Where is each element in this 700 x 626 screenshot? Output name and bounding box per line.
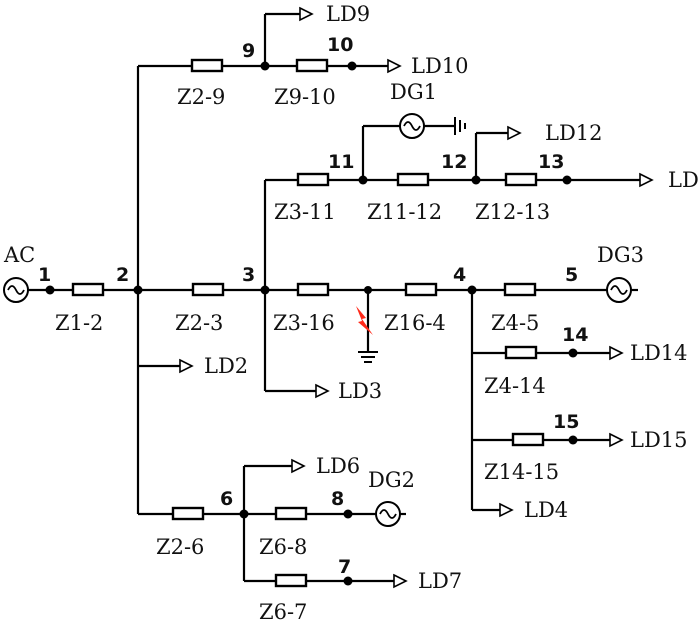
impedance-label-z2-3: Z2-3 [175,311,223,335]
node-14 [568,348,578,358]
node-label-7: 7 [338,556,351,578]
node-3 [260,285,270,295]
node-11 [358,175,368,185]
load-label-ld14: LD14 [630,341,688,365]
load-label-ld13: LD13 [668,168,700,192]
impedance-z2-6 [171,506,205,521]
impedance-label-z1-2: Z1-2 [55,311,103,335]
load-label-ld10: LD10 [411,54,469,78]
load-arrow-icon-ld10 [387,58,402,74]
sine-source-icon-ac [3,277,29,303]
impedance-label-z2-9: Z2-9 [177,85,225,109]
node-label-1: 1 [38,264,51,286]
node-16 [364,286,372,294]
node-1 [45,285,55,295]
load-label-ld4: LD4 [524,498,568,522]
node-label-3: 3 [242,264,255,286]
node-label-9: 9 [242,40,255,62]
lightning-fault-icon [356,306,373,335]
load-label-ld7: LD7 [418,569,462,593]
impedance-z14-15 [511,432,545,447]
sine-source-icon-dg1 [399,113,425,139]
node-6 [239,509,249,519]
impedance-z12-13 [504,172,538,187]
impedance-label-z3-11: Z3-11 [274,200,336,224]
load-label-ld2: LD2 [204,354,248,378]
generator-label-dg1: DG1 [390,80,437,104]
node-label-4: 4 [453,264,466,286]
impedance-z2-3 [191,282,225,297]
ground-icon-dg1 [454,117,466,135]
generator-label-dg2: DG2 [368,468,415,492]
node-label-5: 5 [565,264,578,286]
node-4 [467,285,477,295]
node-label-8: 8 [331,488,344,510]
node-label-15: 15 [553,411,579,433]
node-label-6: 6 [220,488,233,510]
impedance-label-z14-15: Z14-15 [484,460,559,484]
load-arrow-icon-ld6 [291,458,306,474]
sine-source-icon-dg2 [375,501,401,527]
node-label-2: 2 [116,264,129,286]
node-label-11: 11 [328,151,354,173]
node-13 [562,175,572,185]
load-label-ld9: LD9 [326,2,370,26]
ground-icon-fault [358,351,378,363]
impedance-z6-8 [274,506,308,521]
node-12 [471,175,481,185]
impedance-label-z12-13: Z12-13 [475,200,550,224]
impedance-z9-10 [295,58,329,73]
node-label-14: 14 [562,324,588,346]
node-label-10: 10 [327,34,353,56]
impedance-label-z3-16: Z3-16 [273,311,335,335]
node-10 [347,61,357,71]
load-label-ld15: LD15 [630,428,688,452]
node-7 [343,576,353,586]
load-label-ld6: LD6 [316,454,360,478]
impedance-z3-11 [296,172,330,187]
impedance-label-z16-4: Z16-4 [384,311,446,335]
impedance-z1-2 [71,282,105,297]
impedance-z11-12 [396,172,430,187]
impedance-label-z11-12: Z11-12 [367,200,442,224]
node-15 [568,435,578,445]
load-arrow-icon-ld2 [179,358,194,374]
load-arrow-icon-ld7 [393,573,408,589]
node-label-13: 13 [538,151,564,173]
impedance-z16-4 [404,282,438,297]
load-arrow-icon-ld14 [609,345,624,361]
node-9 [260,61,270,71]
load-arrow-icon-ld3 [315,383,330,399]
source-label-ac: AC [3,243,35,267]
node-8 [343,509,353,519]
impedance-label-z6-7: Z6-7 [259,600,307,624]
load-arrow-icon-ld13 [639,172,654,188]
sine-source-icon-dg3 [606,277,632,303]
load-arrow-icon-ld9 [299,6,314,22]
node-label-12: 12 [441,151,467,173]
impedance-z2-9 [190,58,224,73]
impedance-z4-14 [504,345,538,360]
node-2 [133,285,143,295]
impedance-z3-16 [296,282,330,297]
impedance-label-z6-8: Z6-8 [259,535,307,559]
impedance-label-z9-10: Z9-10 [274,85,336,109]
load-label-ld3: LD3 [338,379,382,403]
impedance-z6-7 [274,573,308,588]
impedance-label-z4-5: Z4-5 [491,311,539,335]
impedance-label-z2-6: Z2-6 [156,535,204,559]
load-arrow-icon-ld15 [609,432,624,448]
load-label-ld12: LD12 [545,121,603,145]
load-arrow-icon-ld12 [507,125,522,141]
load-arrow-icon-ld4 [499,502,514,518]
impedance-z4-5 [503,282,537,297]
generator-label-dg3: DG3 [597,243,644,267]
impedance-label-z4-14: Z4-14 [484,374,546,398]
